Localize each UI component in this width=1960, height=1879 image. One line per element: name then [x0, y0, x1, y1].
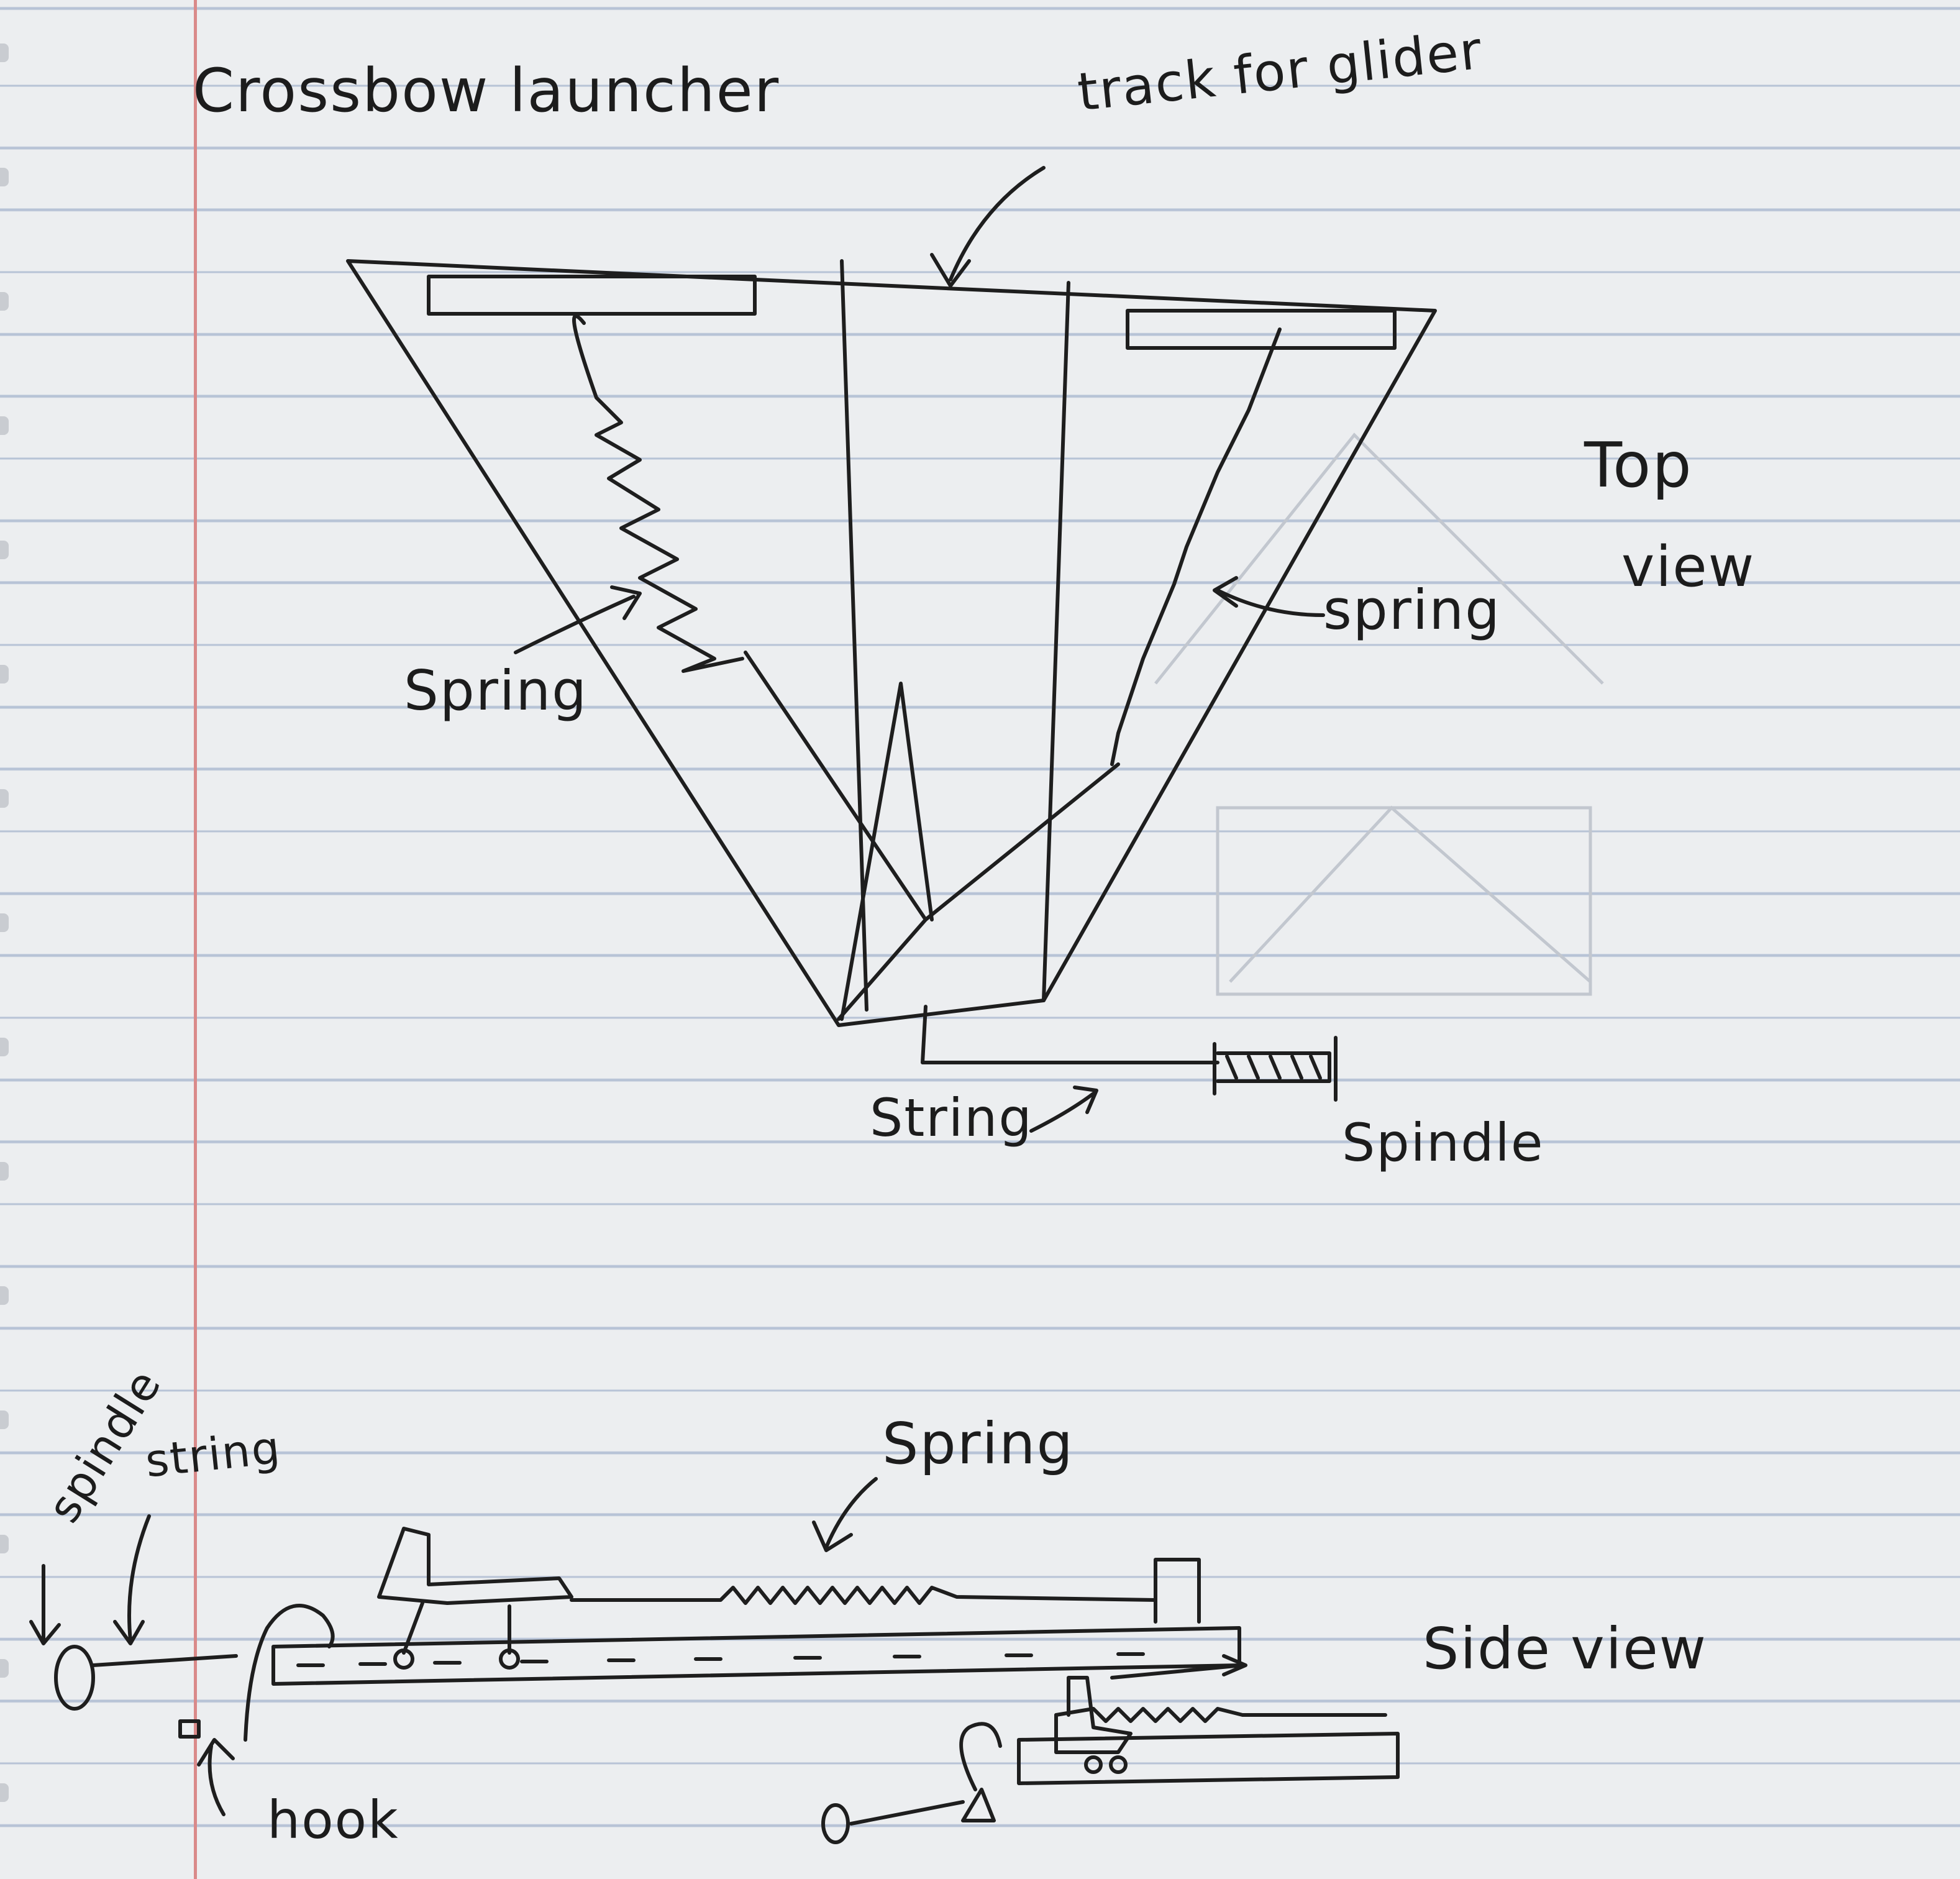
small-sketch-triangle [961, 1788, 996, 1822]
track-arrow [930, 166, 1046, 288]
inner-frame-line [840, 682, 934, 1021]
string-side [91, 1654, 238, 1667]
launcher-rail-top [271, 1626, 1241, 1686]
side-view-drawing [29, 1477, 1400, 1844]
track-rail-right [1042, 281, 1070, 1002]
spindle-label: Spindle [1342, 1112, 1544, 1173]
hook-label: hook [267, 1790, 399, 1850]
spring-side-arrow [812, 1477, 878, 1552]
small-sketch-spindle [821, 1803, 850, 1844]
glider-carriage [402, 1601, 511, 1655]
spindle-windings [1225, 1054, 1322, 1080]
small-sketch-arrow [1110, 1654, 1247, 1680]
spindle-side [54, 1645, 95, 1711]
spring-right [1110, 327, 1282, 766]
hook-catch [178, 1719, 201, 1739]
string-arrow [1029, 1086, 1098, 1133]
frame-outline [346, 259, 1437, 1027]
top-view-heading-line2: view [1621, 534, 1756, 600]
small-sketch-wheel-2 [1109, 1755, 1128, 1774]
string-pull-line [921, 1005, 1219, 1064]
glider-body [377, 1527, 573, 1605]
spring-left-arrow [514, 585, 642, 654]
spring-right-label: spring [1323, 578, 1501, 642]
spring-left [572, 314, 744, 673]
top-view-heading-line1: Top [1584, 429, 1693, 501]
spring-right-arrow [1213, 576, 1325, 617]
side-view-heading: Side view [1423, 1616, 1708, 1682]
side-spring-label: Spring [882, 1410, 1074, 1477]
small-sketch-rail [1017, 1732, 1400, 1785]
carriage-wheel-right [499, 1648, 520, 1670]
string-side-arrow [113, 1514, 151, 1645]
small-sketch-body [1054, 1676, 1133, 1754]
carriage-wheel-left [393, 1648, 414, 1670]
small-sketch-string [849, 1800, 965, 1826]
right-crossbar [1126, 309, 1397, 350]
string-label: String [870, 1087, 1033, 1148]
small-sketch-wheel-1 [1084, 1755, 1103, 1774]
spring-side [570, 1586, 1157, 1605]
margin-line [194, 0, 197, 1879]
rail-dashes [296, 1652, 1145, 1667]
track-rail-left [840, 259, 868, 1012]
launch-string-right [924, 762, 1120, 921]
small-sketch-spring [1054, 1707, 1387, 1723]
spindle-body [1213, 1036, 1338, 1102]
spindle-side-arrow [29, 1564, 61, 1645]
diagram-title: Crossbow launcher [193, 56, 780, 126]
top-view-drawing [346, 166, 1437, 1133]
launch-string-left [744, 651, 928, 1021]
bleed-through-marks [1154, 432, 1604, 996]
small-sketch-hook [959, 1722, 1002, 1791]
spring-left-label: Spring [404, 659, 588, 723]
left-crossbar [427, 275, 757, 316]
hook-arrow [197, 1738, 235, 1816]
spring-anchor-post [1154, 1558, 1201, 1624]
hook [244, 1604, 335, 1742]
